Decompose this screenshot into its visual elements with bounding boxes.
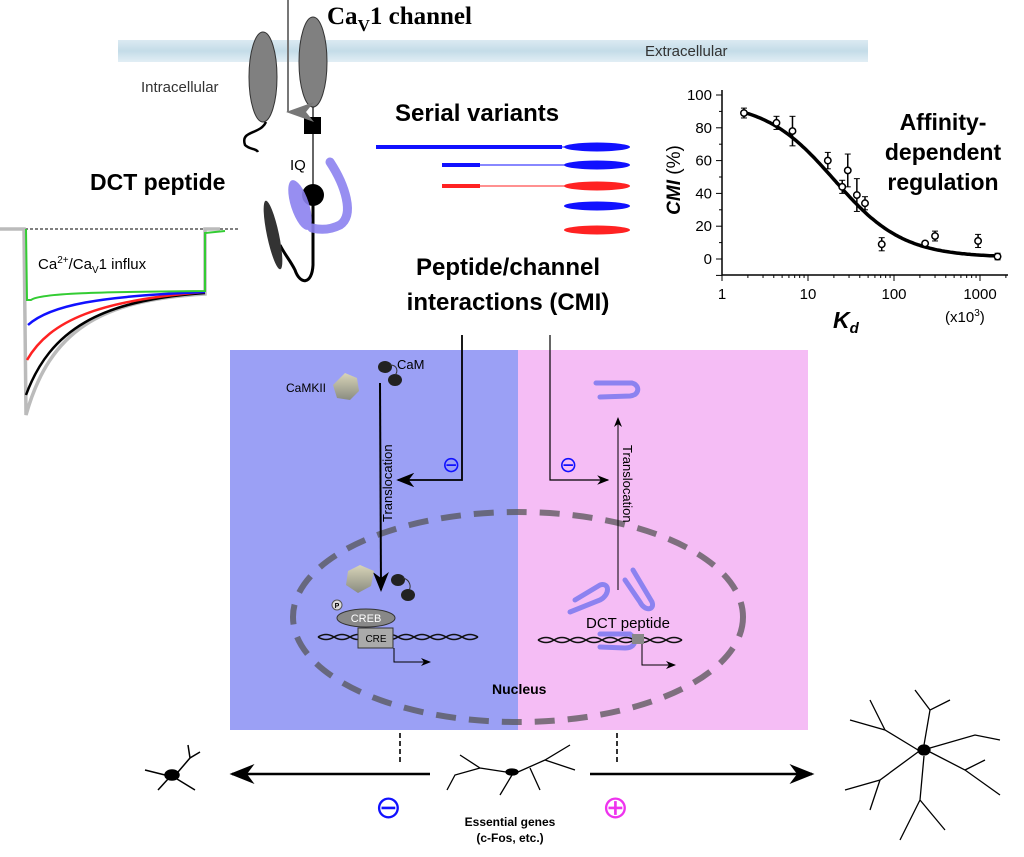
y-tick-label: 60	[695, 153, 712, 170]
essential-genes-line1: Essential genes	[465, 815, 556, 829]
cre-element-right	[632, 634, 644, 644]
cmi-inhibit-arrow-right	[549, 335, 610, 485]
x-tick-label: 1	[718, 286, 726, 303]
cre-element	[357, 627, 394, 649]
creb-protein	[336, 608, 396, 628]
cell-membrane	[118, 40, 868, 62]
minus-sign-bottom: ⊖	[375, 789, 402, 825]
x-tick-label: 1000	[963, 286, 996, 303]
blue-panel	[230, 350, 518, 730]
cmi-kd-chart: 0 20 40 60 80 100 1 10 100 1000 Affinity- depende…	[664, 87, 1008, 337]
medium-neuron	[446, 744, 576, 796]
camkii-label: CaMKII	[286, 381, 326, 395]
phospho-label: P	[335, 603, 340, 610]
cmi-title-line1: Peptide/channel	[416, 254, 600, 281]
dna-right	[537, 636, 683, 644]
data-point	[861, 199, 869, 208]
small-neuron	[144, 744, 201, 791]
x-axis-unit: (x103)	[945, 308, 985, 326]
camkii-hexagon-nucleus	[346, 565, 374, 593]
intracellular-label: Intracellular	[141, 79, 219, 96]
cam-molecule	[378, 361, 402, 386]
y-tick-label: 80	[695, 120, 712, 137]
cam-molecule-nucleus	[391, 574, 415, 601]
data-point	[974, 237, 983, 245]
channel-title: CaV1 channel	[327, 3, 472, 35]
nucleus-label: Nucleus	[492, 681, 547, 697]
data-point	[788, 127, 797, 136]
data-point	[823, 156, 832, 165]
dct-peptide-cytosol	[593, 380, 641, 400]
y-tick-label: 0	[704, 251, 712, 268]
data-point	[931, 232, 939, 240]
data-point	[921, 239, 930, 248]
data-point	[838, 182, 847, 191]
transcription-arrow-right	[641, 644, 676, 669]
dct-peptide-bound	[288, 157, 352, 234]
serial-variants-title: Serial variants	[395, 100, 559, 127]
x-tick-label: 10	[800, 286, 817, 303]
data-point	[877, 240, 886, 249]
x-tick-label: 100	[881, 286, 906, 303]
data-point	[993, 252, 1002, 261]
cav1-channel	[242, 0, 328, 283]
chart-annotation-3: regulation	[887, 169, 998, 195]
x-axis-label: Kd	[833, 307, 860, 337]
minus-sign-left: ⊖	[442, 452, 460, 477]
dct-peptide-title: DCT peptide	[90, 169, 225, 195]
dct-peptide-nucleus-label: DCT peptide	[586, 615, 670, 632]
translocation-label-right: Translocation	[620, 445, 635, 523]
cmi-inhibit-arrow-left	[396, 335, 463, 488]
current-traces	[0, 227, 240, 416]
camkii-hexagon	[333, 373, 359, 400]
essential-genes-line2: (c-Fos, etc.)	[476, 831, 543, 845]
chart-annotation-2: dependent	[885, 139, 1002, 165]
y-tick-label: 40	[695, 185, 712, 202]
iq-label: IQ	[290, 157, 306, 174]
phospho-group	[331, 599, 343, 611]
fit-curve	[743, 110, 999, 258]
transcription-arrow-left	[393, 648, 431, 666]
y-tick-label: 100	[687, 87, 712, 104]
serial-variants	[376, 142, 630, 235]
y-tick-label: 20	[695, 218, 712, 235]
data-point	[843, 166, 852, 175]
cam-label: CaM	[397, 357, 424, 372]
data-point	[852, 191, 861, 199]
y-axis-label: CMI (%)	[664, 145, 685, 215]
plus-sign-bottom: ⊕	[602, 789, 629, 825]
extracellular-label: Extracellular	[645, 43, 728, 60]
cmi-title-line2: interactions (CMI)	[407, 289, 610, 316]
influx-label: Ca2+/CaV1 influx	[38, 255, 147, 276]
creb-label: CREB	[351, 613, 382, 625]
large-neuron	[844, 689, 1001, 841]
data-point	[740, 109, 748, 117]
nucleus-outline	[290, 509, 746, 725]
translocation-label-left: Translocation	[380, 444, 395, 522]
chart-annotation-1: Affinity-	[900, 109, 987, 135]
pink-panel	[518, 350, 808, 730]
cre-label: CRE	[365, 634, 386, 645]
translocation-arrow-down	[372, 382, 389, 592]
minus-sign-right: ⊖	[559, 452, 577, 477]
data-point	[772, 118, 781, 127]
dna-left	[317, 633, 479, 641]
